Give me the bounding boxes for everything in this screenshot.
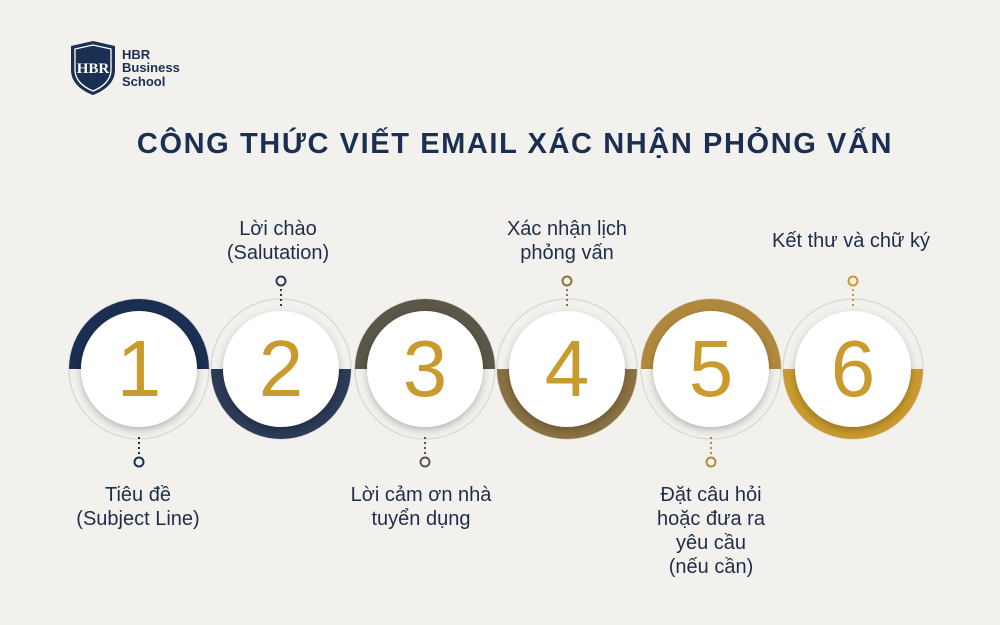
step-1-label-line-1: Tiêu đề [105, 484, 171, 506]
brand-name-line-2: Business [122, 60, 180, 76]
step-2-circle [223, 311, 339, 427]
step-2-label-line-1: Lời chào [239, 218, 317, 240]
step-2-arc [211, 369, 351, 439]
step-5-label: Đặt câu hỏi hoặc đưa ra yêu cầu (nếu cần… [611, 483, 811, 579]
step-5-label-line-4: (nếu cần) [668, 556, 754, 578]
step-3-circle [367, 311, 483, 427]
step-1-label: Tiêu đề (Subject Line) [38, 483, 238, 531]
logo-monogram: HBR [77, 61, 110, 77]
page-title: CÔNG THỨC VIẾT EMAIL XÁC NHẬN PHỎNG VẤN [136, 128, 894, 160]
step-6-label-line-1: Kết thư và chữ ký [772, 230, 930, 252]
step-5-marker-icon [705, 456, 717, 468]
step-3-label: Lời cảm ơn nhà tuyển dụng [321, 483, 521, 531]
shield-icon: HBR [71, 41, 115, 95]
step-4-label-line-1: Xác nhận lịch [506, 218, 628, 240]
step-5-number: 5 [689, 324, 734, 413]
step-1-label-line-2: (Subject Line) [76, 508, 200, 530]
step-3-label-line-2: tuyển dụng [371, 508, 471, 530]
step-2-number: 2 [259, 324, 304, 413]
step-6-marker-icon [847, 275, 859, 287]
step-4-label-line-2: phỏng vấn [520, 242, 614, 264]
step-6-circle [795, 311, 911, 427]
brand-name: HBR Business School [122, 48, 180, 89]
brand-name-line-3: School [122, 73, 166, 89]
step-3-marker-icon [419, 456, 431, 468]
step-3-number: 3 [403, 324, 448, 413]
step-3-arc [355, 299, 495, 369]
step-4-circle [509, 311, 625, 427]
step-1-arc [69, 299, 209, 369]
step-1-number: 1 [117, 324, 162, 413]
step-5-label-line-1: Đặt câu hỏi [660, 484, 762, 506]
step-5-label-line-2: hoặc đưa ra [657, 508, 765, 530]
brand-logo: HBR HBR Business School [68, 40, 180, 96]
step-2-label-line-2: (Salutation) [226, 242, 330, 264]
step-1-marker-icon [133, 456, 145, 468]
step-6-arc [783, 369, 923, 439]
step-4-number: 4 [545, 324, 590, 413]
step-4-label: Xác nhận lịch phỏng vấn [467, 217, 667, 265]
step-4-marker-icon [561, 275, 573, 287]
step-2-label: Lời chào (Salutation) [178, 217, 378, 265]
step-1-circle [81, 311, 197, 427]
step-4-arc [497, 369, 637, 439]
step-6-label: Kết thư và chữ ký [751, 229, 951, 253]
step-5-arc [641, 299, 781, 369]
step-5-circle [653, 311, 769, 427]
step-2-marker-icon [275, 275, 287, 287]
step-5-label-line-3: yêu cầu [675, 532, 747, 554]
step-6-number: 6 [831, 324, 876, 413]
step-3-label-line-1: Lời cảm ơn nhà [350, 484, 492, 506]
brand-name-line-1: HBR [122, 46, 151, 62]
